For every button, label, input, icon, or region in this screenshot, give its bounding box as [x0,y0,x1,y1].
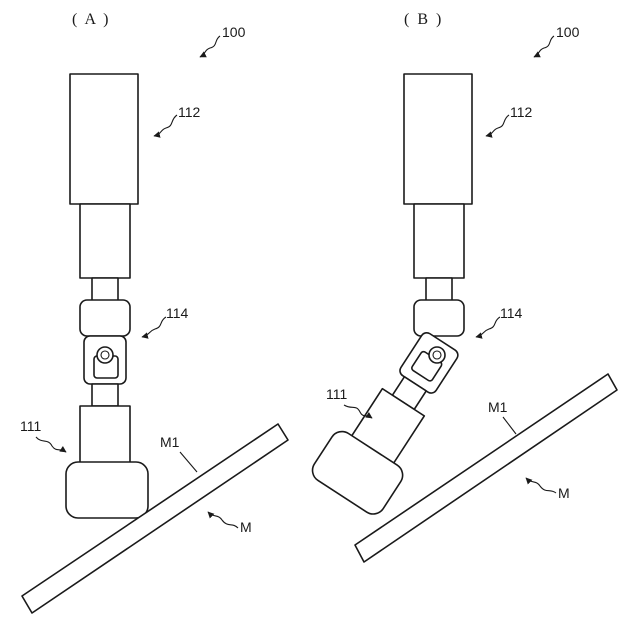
ref-m-leader [208,512,238,528]
arm-cylinder [80,204,130,278]
ref-100-leader [534,36,554,57]
ref-m1-leader [503,417,516,434]
panel-a-label: ( A ) [72,11,110,28]
ref-m1-leader [180,452,197,472]
joint-upper-yoke [414,300,464,336]
ref-100-leader [200,36,220,57]
ref-112-label: 112 [510,104,533,120]
ref-m-label: M [240,519,252,535]
ref-m1-label: M1 [488,399,508,415]
lower-shaft [92,384,118,406]
ref-112-leader [486,115,509,136]
joint-pivot [429,347,445,363]
ref-114-leader [476,317,500,337]
arm-body [404,74,472,204]
ref-112-leader [154,115,177,136]
arm-rod [92,278,118,302]
panel-b-label: ( B ) [404,11,443,28]
universal-joint [80,300,130,384]
pad-holder [80,406,130,464]
ref-m-label: M [558,485,570,501]
panel-b: ( B ) 100 112 114 111 M1 M [308,11,617,562]
ref-100-label: 100 [222,24,246,40]
arm-cylinder [414,204,464,278]
ref-111-leader [36,437,66,452]
ref-112-label: 112 [178,104,201,120]
arm-body [70,74,138,204]
panel-a: ( A ) 100 112 114 111 M1 [20,11,288,613]
ref-114-leader [142,317,166,337]
ref-100-label: 100 [556,24,580,40]
ref-114-label: 114 [166,305,189,321]
ref-111-label: 111 [326,386,347,402]
ref-m-leader [526,478,556,493]
ref-111-label: 111 [20,418,41,434]
ref-m1-label: M1 [160,434,180,450]
arm-rod [426,278,452,302]
ref-114-label: 114 [500,305,523,321]
suction-pad [66,462,148,518]
